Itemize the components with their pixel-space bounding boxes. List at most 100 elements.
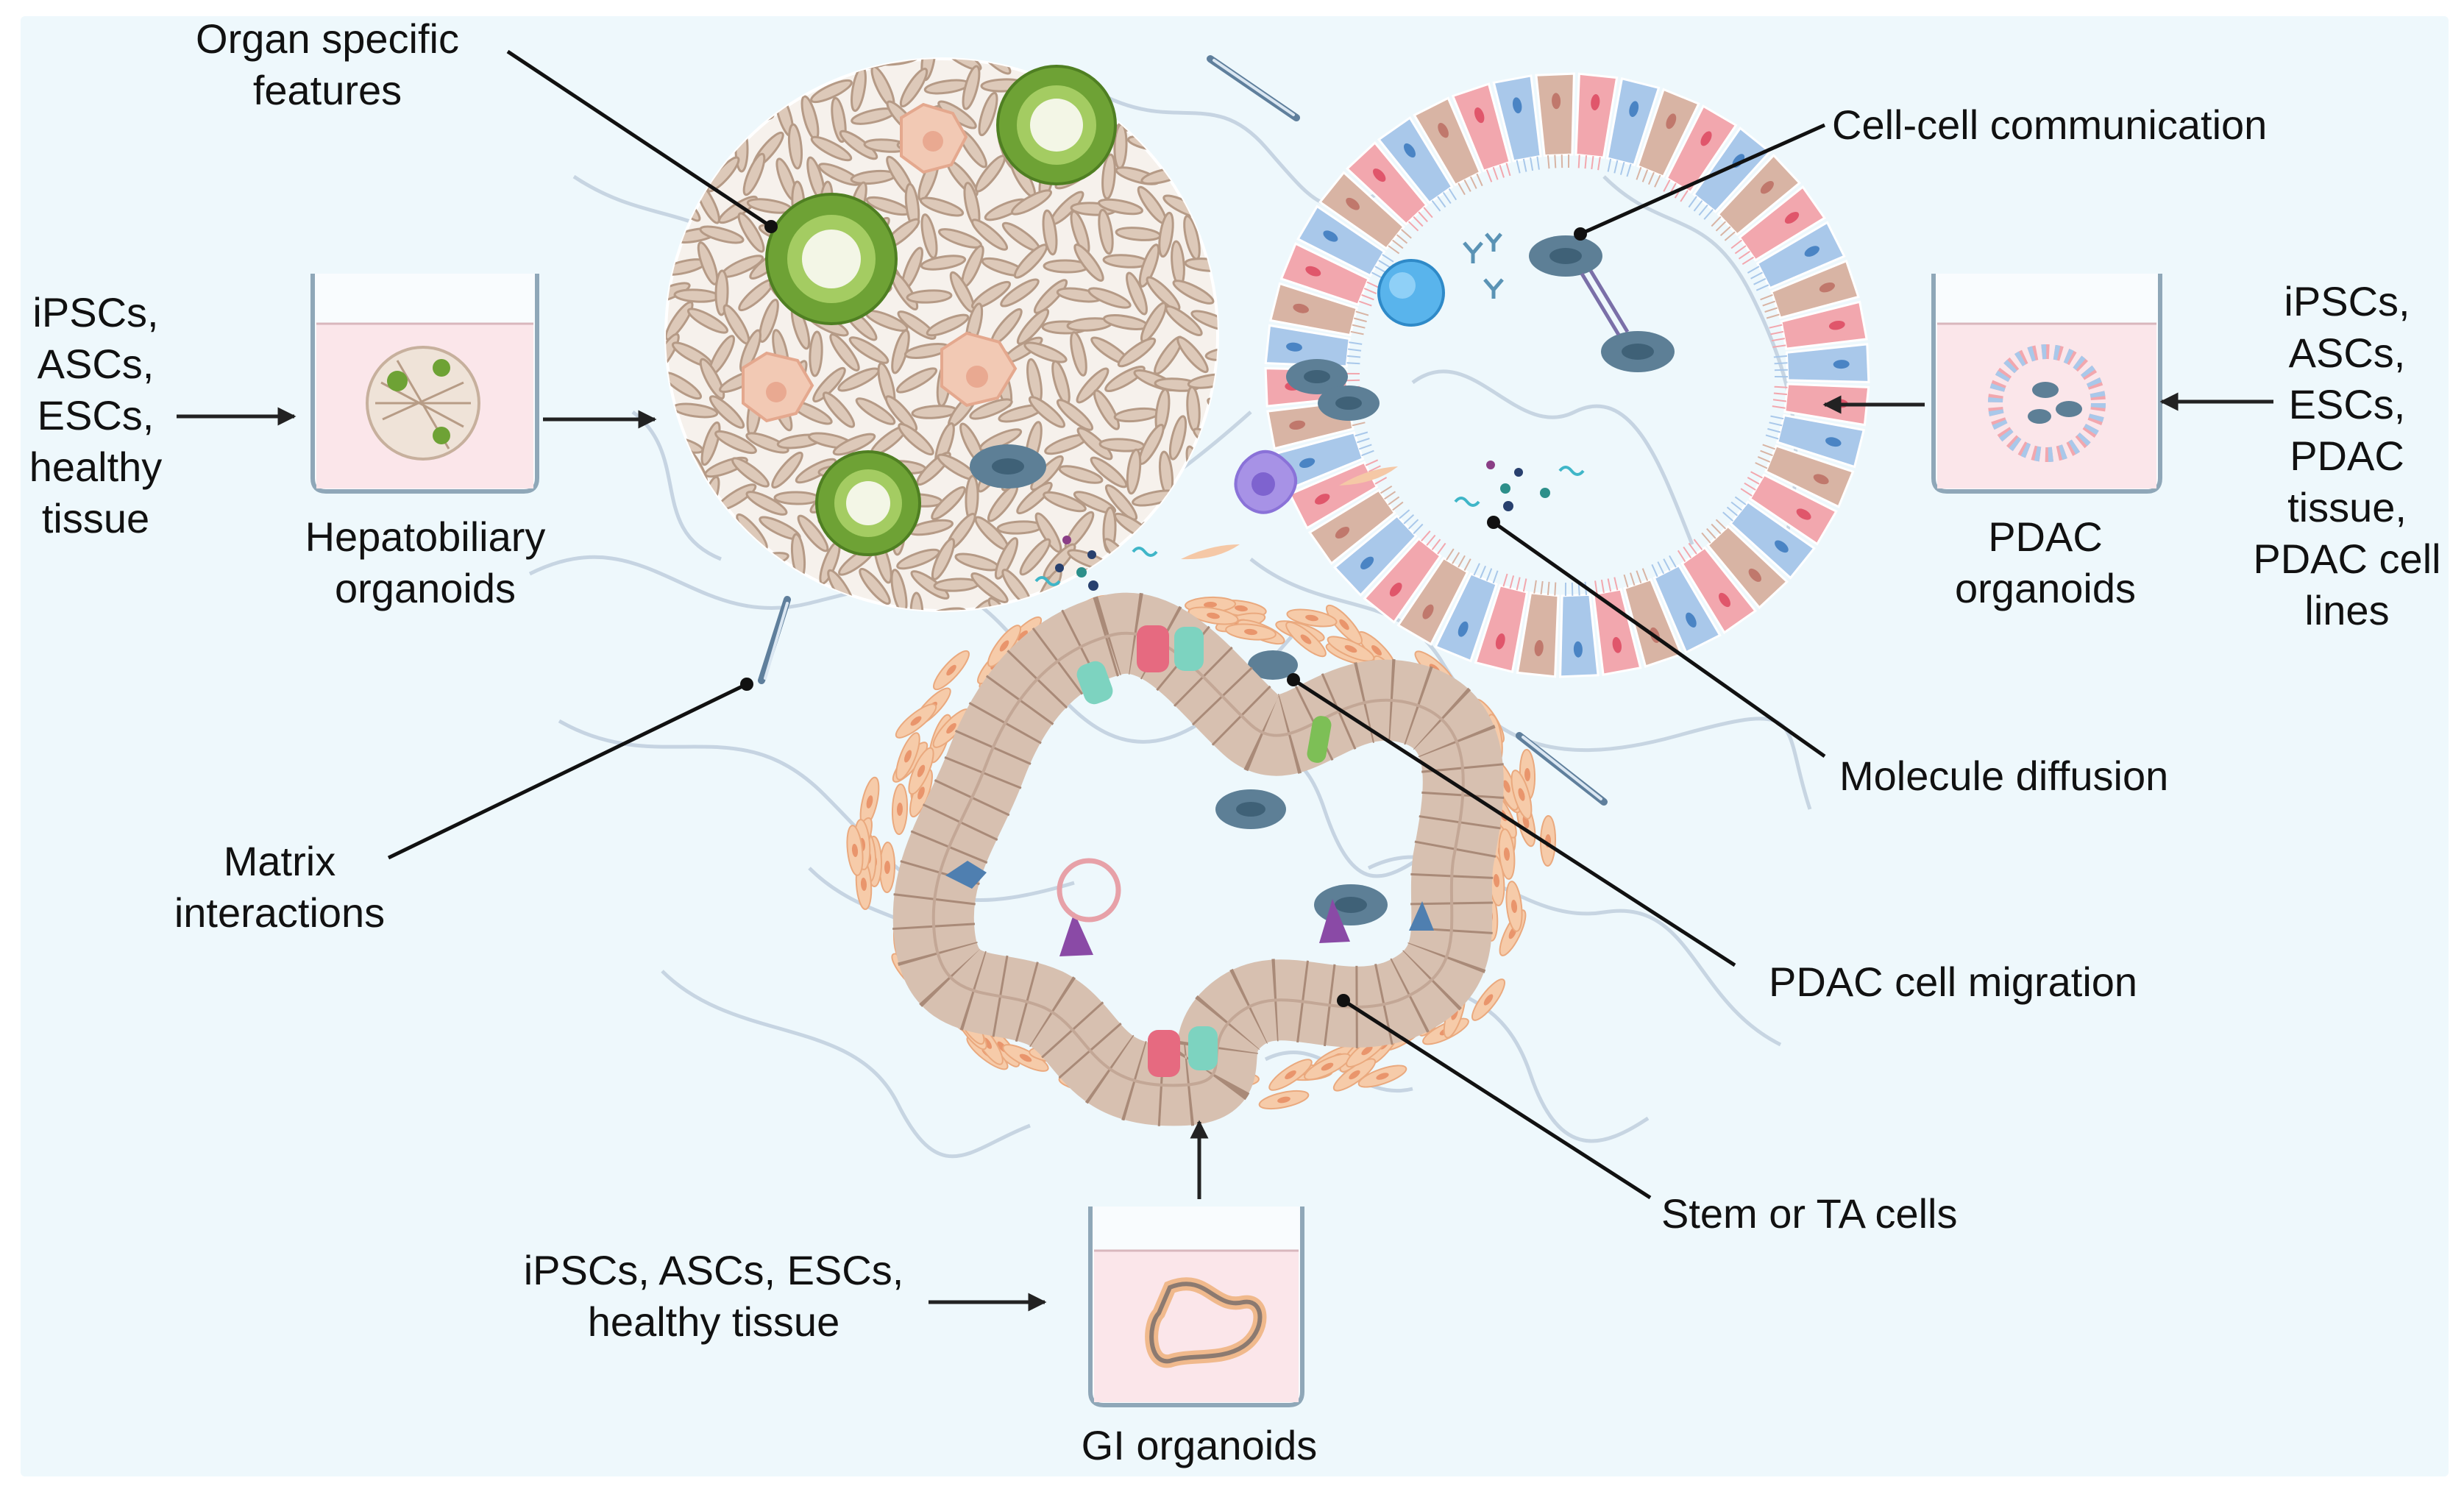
liver-cell	[759, 299, 779, 343]
pdac-cell	[1307, 488, 1396, 566]
microvillus	[1769, 324, 1783, 329]
microvillus	[1683, 546, 1692, 558]
liver-cell	[686, 308, 729, 334]
microvillus	[1584, 155, 1588, 169]
source-bottom-line: iPSCs, ASCs, ESCs,	[523, 1247, 904, 1293]
microvillus	[1619, 161, 1625, 175]
microvillus	[1426, 534, 1436, 547]
microvillus	[1677, 550, 1686, 563]
microvillus	[1363, 288, 1377, 295]
liver-cell	[898, 422, 934, 456]
pdac-nucleus	[1719, 592, 1730, 608]
liver-cell	[1042, 209, 1058, 256]
pdac-nucleus	[1760, 181, 1774, 194]
pdac-nucleus	[1404, 143, 1416, 158]
microvillus	[1663, 558, 1671, 571]
microvillus	[1437, 196, 1446, 208]
gi-vesicle	[1057, 858, 1121, 923]
source-right-line: PDAC	[2290, 433, 2404, 479]
label-line: PDAC	[1988, 513, 2103, 560]
source-left-line: iPSCs,	[32, 289, 159, 335]
microvillus	[1399, 509, 1410, 519]
pdac-cell	[1377, 116, 1454, 205]
pdac-organoids-label: PDAC organoids	[1928, 511, 2163, 614]
liver-cell	[1176, 335, 1209, 374]
fibroblasts-pdac	[1181, 466, 1398, 560]
fibroblast	[846, 825, 864, 876]
liver-cell	[822, 391, 856, 428]
pdac-nucleus	[1495, 633, 1505, 650]
microvillus	[1680, 190, 1689, 202]
pdac-cell	[1692, 127, 1772, 213]
pdac-nucleus	[1360, 556, 1374, 569]
pdac-nucleus	[1512, 97, 1522, 114]
pdac-cell	[1764, 444, 1855, 508]
pdac-cell	[1776, 413, 1866, 469]
molecule-diffusion-label: Molecule diffusion	[1839, 750, 2237, 802]
liver-cell	[737, 212, 765, 253]
fibroblast	[1498, 828, 1516, 880]
microvillus	[1747, 477, 1760, 485]
microvillus	[1693, 200, 1703, 212]
microvillus	[1773, 392, 1787, 396]
pdac-cell	[1451, 82, 1511, 173]
hepatobiliary-organoids-label: Hepatobiliary organoids	[278, 511, 572, 614]
microvillus	[1734, 496, 1747, 505]
microvillus	[1770, 330, 1784, 335]
pdac-cell	[1474, 584, 1529, 674]
microvillus	[1505, 163, 1511, 177]
liver-cell	[1023, 341, 1068, 363]
liver-cell	[910, 570, 950, 600]
microvillus	[1365, 459, 1379, 466]
pdac-cell	[1706, 525, 1789, 610]
label-line: Molecule diffusion	[1839, 753, 2169, 799]
liver-cell	[1104, 484, 1138, 521]
liver-cell	[1098, 208, 1114, 255]
microvillus	[1388, 245, 1400, 255]
microvillus	[1765, 434, 1779, 440]
liver-cell	[666, 371, 703, 400]
microvillus	[1715, 519, 1727, 530]
pdac-nucleus	[1474, 107, 1485, 124]
pdac-cell	[1680, 546, 1758, 635]
microvillus	[1431, 539, 1441, 550]
pdac-nucleus	[1612, 636, 1622, 653]
microvillus	[1392, 501, 1404, 511]
liver-cell	[941, 59, 982, 71]
pdac-tumor-cells	[970, 235, 1675, 925]
pdac-cell	[1738, 185, 1827, 262]
microvillus	[1384, 491, 1396, 500]
microvillus	[1361, 294, 1374, 301]
pdac-cell	[1264, 324, 1351, 368]
source-list-left: iPSCs, ASCs, ESCs, healthy tissue	[15, 287, 177, 544]
microvillus	[1636, 570, 1642, 584]
antibodies	[1463, 232, 1504, 299]
microvillus	[1374, 477, 1388, 485]
microvillus	[1760, 294, 1773, 301]
liver-cell	[1187, 373, 1218, 389]
microvillus	[1719, 226, 1731, 236]
stem-or-ta-cells-label: Stem or TA cells	[1661, 1188, 2029, 1240]
microvillus	[1492, 166, 1499, 180]
liver-cell	[994, 537, 1019, 580]
pdac-cell	[1605, 77, 1661, 166]
liver-cell	[1172, 280, 1215, 305]
pdac-nucleus	[1796, 508, 1811, 520]
pdac-nucleus	[1784, 212, 1800, 224]
pdac-epithelial-ring	[1264, 72, 1870, 678]
source-right-line: tissue,	[2287, 484, 2407, 530]
microvillus	[1382, 254, 1394, 263]
microvillus	[1630, 572, 1636, 586]
liver-cell	[797, 514, 829, 552]
microvillus	[1654, 174, 1661, 188]
microvillus	[1522, 578, 1527, 592]
liver-cell	[714, 269, 729, 316]
dish-pdac	[1931, 274, 2162, 494]
microvillus	[1577, 154, 1580, 168]
microvillus	[1613, 160, 1619, 174]
source-right-line: PDAC cell	[2253, 536, 2441, 582]
liver-cell	[812, 366, 846, 403]
liver-cell	[969, 398, 1013, 420]
pdac-nucleus	[1748, 568, 1761, 582]
microvillus	[1726, 506, 1739, 516]
